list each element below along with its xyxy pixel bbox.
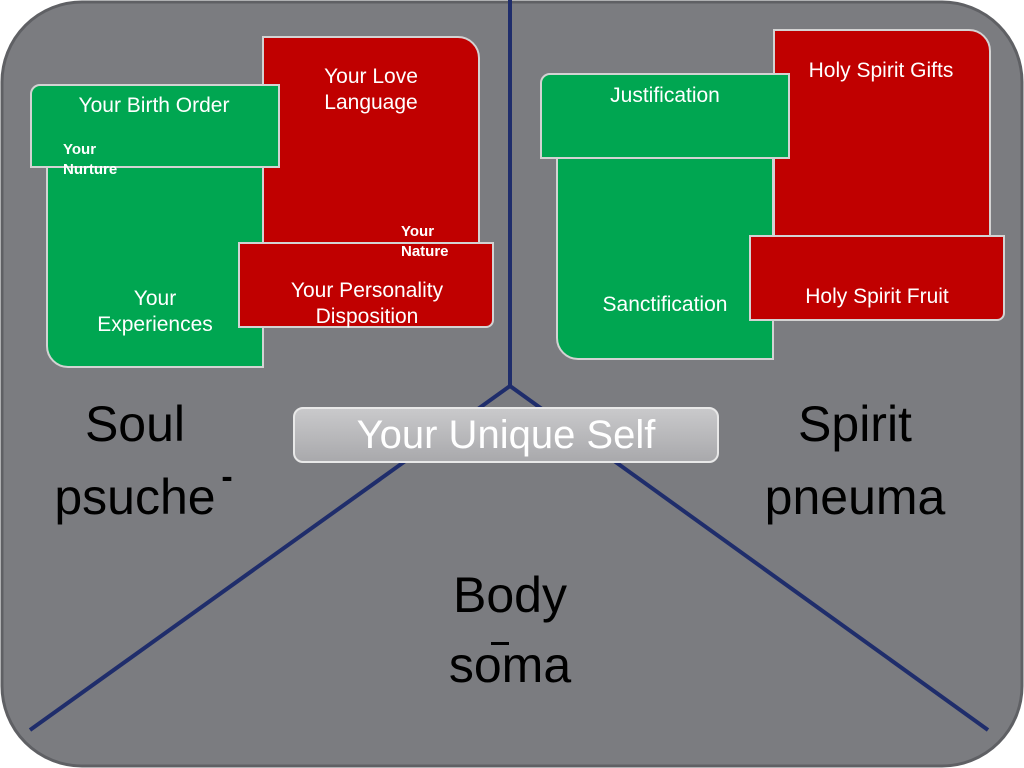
spirit-greek: pneuma [764,469,946,525]
body-greek: soma [448,637,572,693]
soul-title: Soul [84,396,186,452]
birth-order-box [30,84,280,168]
personality-box [238,242,494,328]
sanctification-label: Sanctification [602,293,728,316]
nurture-label: Your Nurture [63,141,118,179]
body-title: Body [453,567,567,623]
unique-self-label: Your Unique Self [293,407,719,463]
gifts-box [773,29,991,241]
spirit-title: Spirit [798,396,912,452]
gifts-label: Holy Spirit Gifts [808,59,954,82]
experiences-label: Your Experiences [97,287,213,337]
fruit-label: Holy Spirit Fruit [805,285,949,308]
soul-greek-mark: - [221,458,233,496]
body-greek-macron [491,642,509,645]
nature-label: Your Nature [401,223,449,261]
birth-order-label: Your Birth Order [78,94,230,117]
justification-label: Justification [610,84,720,107]
fruit-box [749,235,1005,321]
personality-label: Your Personality Disposition [290,279,444,329]
love-language-label: Your Love Language [324,65,418,115]
soul-greek: psuche [54,469,216,525]
justification-box [540,73,790,159]
sanctification-box [556,148,774,360]
